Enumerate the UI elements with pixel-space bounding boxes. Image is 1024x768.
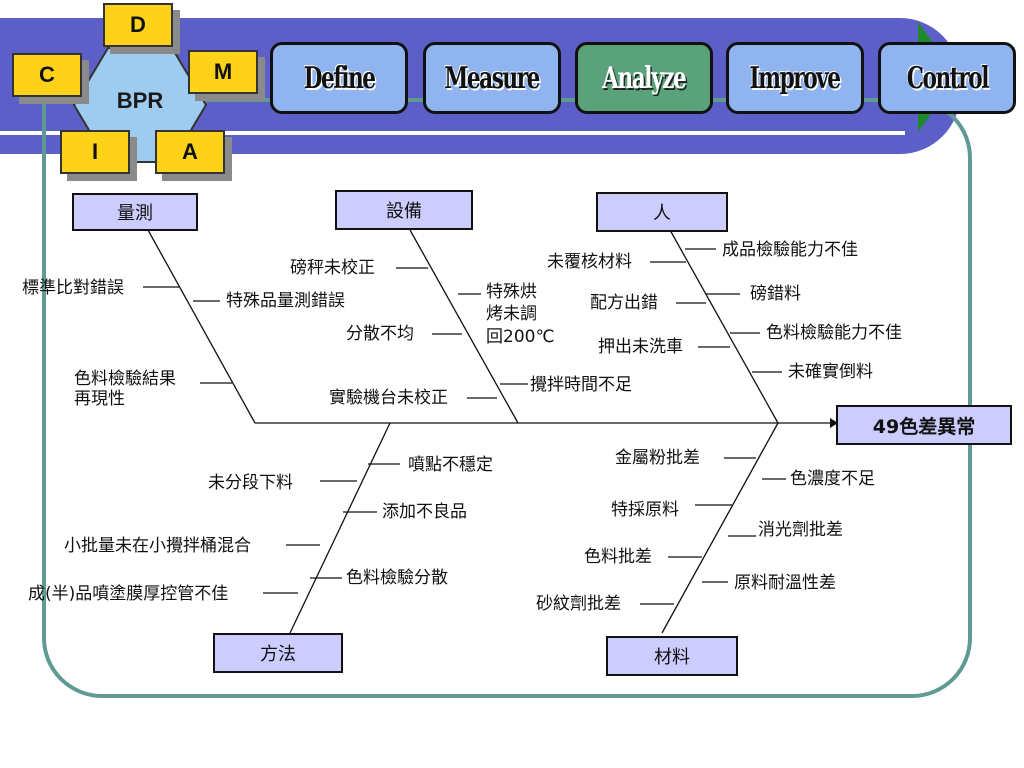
cause-label: 色料檢驗分散 <box>346 568 448 588</box>
tab-control-label: Control <box>906 60 989 96</box>
cause-label: 消光劑批差 <box>758 520 843 540</box>
cause-label: 色料批差 <box>584 547 652 567</box>
category-material: 材料 <box>606 636 738 676</box>
tab-analyze[interactable]: Analyze <box>575 42 713 114</box>
tab-measure[interactable]: Measure <box>423 42 561 114</box>
tab-define[interactable]: Define <box>270 42 408 114</box>
cause-label: 色料檢驗結果 <box>74 369 176 389</box>
bpr-i-box: I <box>60 130 130 174</box>
cause-label: 標準比對錯誤 <box>22 278 124 298</box>
cause-label: 成(半)品噴塗膜厚控管不佳 <box>28 584 229 604</box>
bone-equipment <box>409 229 519 424</box>
tab-improve[interactable]: Improve <box>726 42 864 114</box>
cause-label: 色濃度不足 <box>790 469 875 489</box>
tab-measure-label: Measure <box>444 60 541 96</box>
bone-people <box>669 229 779 424</box>
tab-control[interactable]: Control <box>878 42 1016 114</box>
effect-box: 49色差異常 <box>836 405 1012 445</box>
bpr-label: BPR <box>116 88 164 113</box>
bpr-m-box: M <box>188 50 258 94</box>
cause-label: 磅錯料 <box>750 284 801 304</box>
cause-label: 分散不均 <box>346 324 414 344</box>
bpr-c-box: C <box>12 53 82 97</box>
cause-label: 原料耐溫性差 <box>734 573 836 593</box>
cause-label: 押出未洗車 <box>598 337 683 357</box>
category-measure: 量測 <box>72 193 198 231</box>
tab-improve-label: Improve <box>749 60 842 96</box>
cause-label: 噴點不穩定 <box>408 455 493 475</box>
bpr-d-box: D <box>103 3 173 47</box>
cause-label: 色料檢驗能力不佳 <box>766 323 902 343</box>
bone-method <box>289 422 391 634</box>
tab-analyze-label: Analyze <box>602 60 687 96</box>
cause-label: 未分段下料 <box>208 473 293 493</box>
bone-material <box>661 422 779 634</box>
category-equipment: 設備 <box>335 190 473 230</box>
cause-label: 未覆核材料 <box>547 252 632 272</box>
cause-label: 未確實倒料 <box>788 362 873 382</box>
cause-label: 磅秤未校正 <box>290 258 375 278</box>
cause-label: 添加不良品 <box>382 502 467 522</box>
category-people: 人 <box>596 192 728 232</box>
cause-label: 再現性 <box>74 389 125 409</box>
bpr-a-box: A <box>155 130 225 174</box>
cause-label: 金屬粉批差 <box>615 448 700 468</box>
cause-label: 特殊品量測錯誤 <box>226 291 345 311</box>
category-method: 方法 <box>213 633 343 673</box>
cause-label: 小批量未在小攪拌桶混合 <box>64 536 251 556</box>
tab-define-label: Define <box>303 60 376 96</box>
cause-label: 成品檢驗能力不佳 <box>722 240 858 260</box>
bone-measure <box>147 229 256 424</box>
cause-label: 特採原料 <box>611 500 679 520</box>
cause-label: 特殊烘 <box>486 282 537 302</box>
header-underline <box>0 131 905 135</box>
cause-label: 實驗機台未校正 <box>329 388 448 408</box>
cause-label: 攪拌時間不足 <box>530 375 632 395</box>
cause-label: 砂紋劑批差 <box>536 594 621 614</box>
cause-label: 烤未調 <box>486 304 537 324</box>
cause-label: 配方出錯 <box>590 293 658 313</box>
cause-label: 回200℃ <box>486 327 555 347</box>
